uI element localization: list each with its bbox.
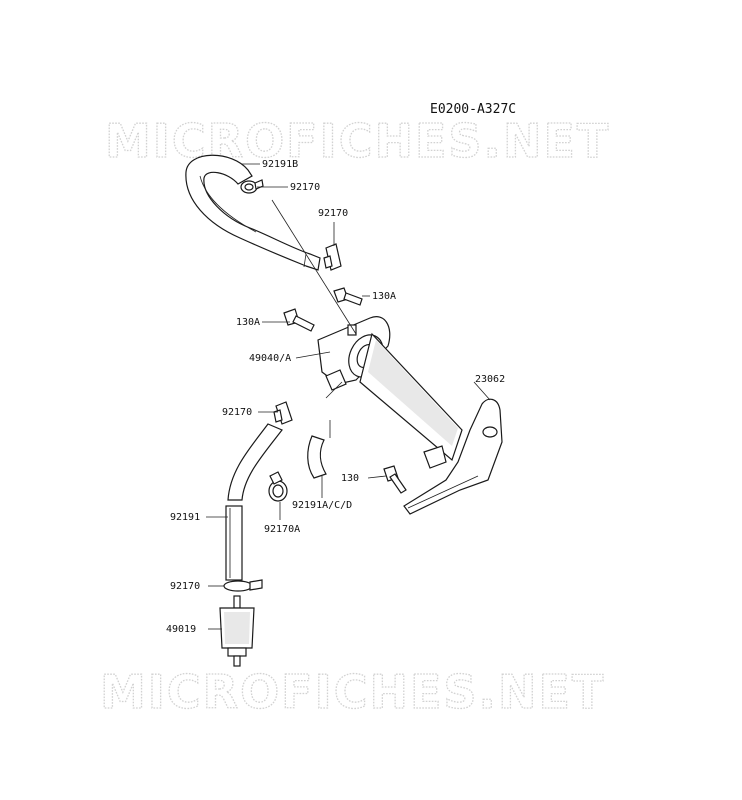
bolt-130-lower — [383, 465, 407, 494]
label-92170-mid-left: 92170 — [222, 407, 252, 418]
clamp-upper-right — [323, 243, 342, 271]
label-49040a: 49040/A — [249, 353, 291, 364]
clamp-top — [240, 179, 264, 194]
label-130: 130 — [341, 473, 359, 484]
leader-lines — [206, 163, 491, 630]
label-92170-upper-right: 92170 — [318, 208, 348, 219]
hose-lower-upper — [227, 423, 283, 501]
bracket-assembly — [317, 316, 463, 462]
bolt-130a-left — [283, 308, 315, 332]
clamp-mid-left — [273, 401, 293, 425]
label-92170-top: 92170 — [290, 182, 320, 193]
label-92170a: 92170A — [264, 524, 300, 535]
watermark-bottom: MICROFICHES.NET — [100, 665, 605, 719]
label-49019: 49019 — [166, 624, 196, 635]
label-92191acd: 92191A/C/D — [292, 500, 352, 511]
diagram-code: E0200-A327C — [430, 102, 516, 117]
label-130a-left: 130A — [236, 317, 260, 328]
bolt-130a-right — [333, 287, 363, 306]
hose-lower — [225, 505, 243, 581]
hose-mid — [307, 435, 327, 479]
label-92170-bottom: 92170 — [170, 581, 200, 592]
clamp-bottom — [223, 579, 263, 592]
bracket-plate — [403, 398, 503, 515]
clamp-round — [268, 471, 288, 502]
label-92191: 92191 — [170, 512, 200, 523]
watermark-top: MICROFICHES.NET — [105, 114, 610, 168]
label-130a-right: 130A — [372, 291, 396, 302]
fuel-filter — [219, 595, 255, 667]
hose-top — [185, 154, 321, 271]
label-23062: 23062 — [475, 374, 505, 385]
label-92191b: 92191B — [262, 159, 298, 170]
